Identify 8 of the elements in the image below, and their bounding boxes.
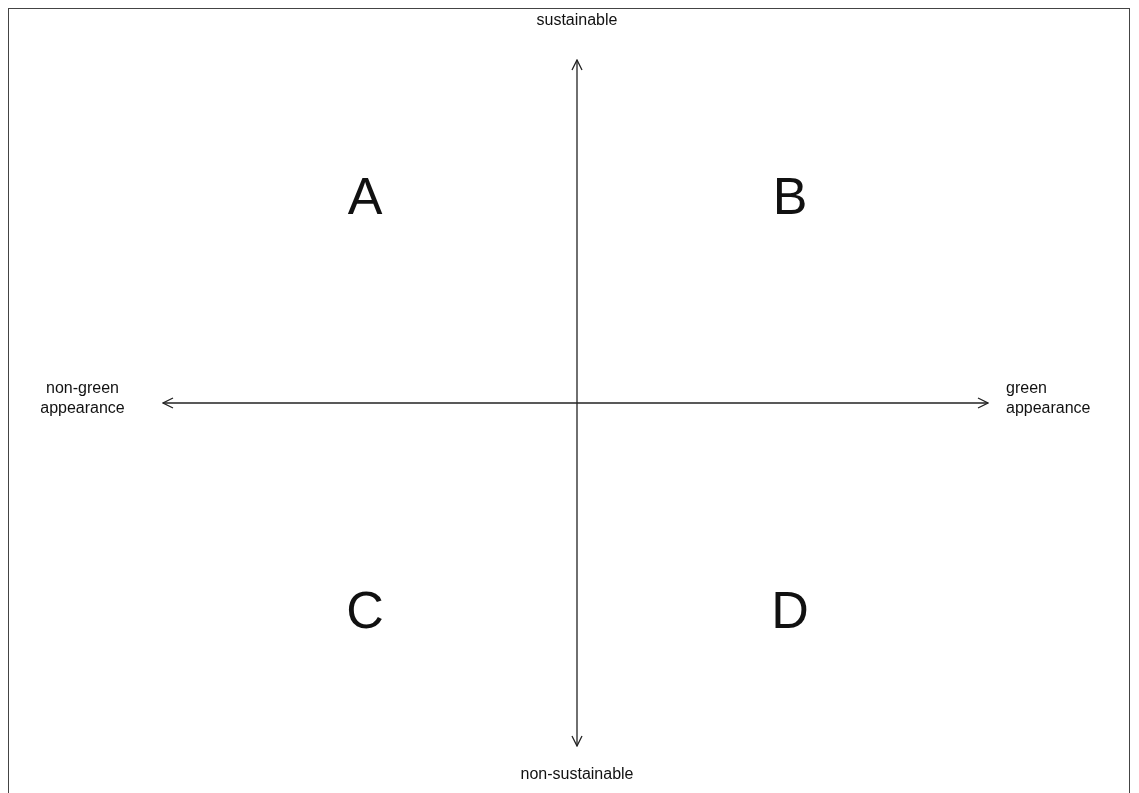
axis-label: green appearance	[1006, 378, 1092, 418]
axis-label: non-sustainable	[519, 764, 635, 784]
quadrant-letter: A	[346, 170, 384, 222]
axis-label: sustainable	[535, 10, 619, 30]
quadrant-letter: B	[771, 170, 809, 222]
quadrant-letter: C	[345, 584, 385, 636]
axis-label: non-green appearance	[39, 378, 126, 418]
quadrant-letter: D	[770, 584, 810, 636]
